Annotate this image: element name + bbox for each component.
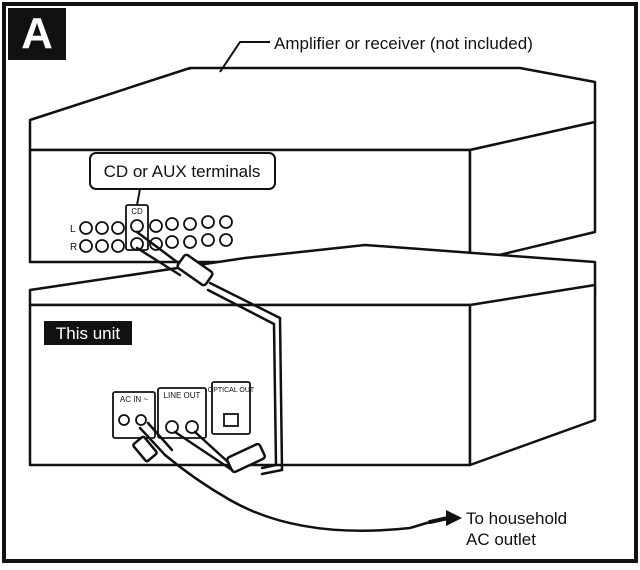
ac-plug <box>132 435 158 463</box>
cd-jack-label: CD <box>131 207 143 216</box>
optical-out-label: OPTICAL OUT <box>208 387 255 394</box>
optical-out-frame <box>211 381 251 435</box>
amp-l-label: L <box>70 224 76 235</box>
outlet-arrow-icon <box>446 510 462 526</box>
rca-plug-upper <box>176 253 214 287</box>
panel-letter: A <box>21 9 53 58</box>
terminals-callout: CD or AUX terminals <box>89 152 276 206</box>
this-unit-caption: This unit <box>56 324 121 343</box>
line-out-label: LINE OUT <box>164 391 201 400</box>
ac-in-frame <box>112 391 156 439</box>
ac-power-cord <box>132 421 450 533</box>
amplifier-caption: Amplifier or receiver (not included) <box>274 34 533 53</box>
terminals-caption: CD or AUX terminals <box>104 162 261 181</box>
outlet-caption-line1: To household <box>466 509 567 528</box>
rca-plug-lower <box>226 442 266 474</box>
ac-in-label: AC IN ~ <box>120 395 149 404</box>
outlet-caption-line2: AC outlet <box>466 530 536 549</box>
this-unit-label: This unit <box>44 321 132 345</box>
amp-r-label: R <box>70 242 77 253</box>
panel-letter-badge: A <box>8 8 66 60</box>
rca-cable <box>135 230 284 476</box>
amplifier-leader-line <box>219 41 270 73</box>
optical-port <box>223 413 239 427</box>
unit-jack-panel: AC IN ~ LINE OUT OPTICAL OUT <box>112 381 255 439</box>
